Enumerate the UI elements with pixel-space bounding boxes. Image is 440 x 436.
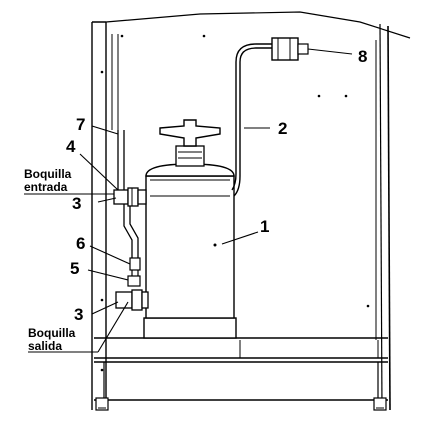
callout-3-inlet: 3 bbox=[72, 194, 81, 213]
callout-7: 7 bbox=[76, 115, 85, 134]
inlet-label-line1: Boquilla bbox=[24, 167, 72, 181]
cabinet-frame bbox=[91, 11, 411, 411]
inlet-pipe bbox=[117, 130, 139, 258]
callout-6: 6 bbox=[76, 234, 85, 253]
inlet-fitting bbox=[113, 187, 147, 207]
outlet-fitting bbox=[115, 257, 149, 311]
callout-5: 5 bbox=[70, 259, 79, 278]
callout-2: 2 bbox=[278, 119, 287, 138]
callout-4: 4 bbox=[66, 137, 76, 156]
outlet-label-line1: Boquilla bbox=[28, 326, 76, 340]
cabinet-base bbox=[94, 337, 388, 411]
leader-lines bbox=[24, 48, 353, 353]
inlet-label-line2: entrada bbox=[24, 180, 68, 194]
outlet-hose bbox=[231, 43, 272, 197]
callout-3-outlet: 3 bbox=[74, 305, 83, 324]
softener-tank bbox=[143, 119, 237, 339]
callout-8: 8 bbox=[358, 47, 367, 66]
valve-8 bbox=[271, 37, 309, 61]
callout-1: 1 bbox=[260, 217, 269, 236]
outlet-label-line2: salida bbox=[28, 339, 62, 353]
